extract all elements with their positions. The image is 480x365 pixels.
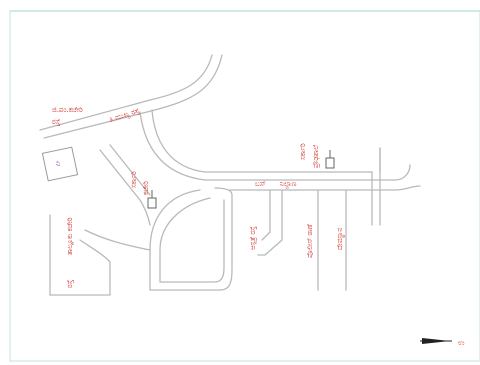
land-plot	[41, 146, 79, 182]
label-main-road: ತಿ.ಮುಖ್ಯ ರಸ್ತೆ	[108, 107, 141, 126]
road-central-loop	[149, 187, 233, 291]
road-left-diagonal-b	[109, 144, 151, 196]
label-right-road-a: ಬಸ್	[255, 180, 266, 188]
label-right-top-b: ಪ್ರೌಢಶಾಲೆ	[312, 144, 320, 168]
label-top-left-1: ಜಿ.ಪಂ.ಕಚೇರಿ	[52, 106, 83, 114]
road-central-loop-inner	[159, 197, 225, 283]
label-far-right-vertical: ದೇವಸ್ಥಾನ	[336, 228, 346, 250]
road-main-diagonal-lower	[43, 54, 223, 139]
road-main-diagonal-upper	[39, 54, 213, 131]
tower-icon	[325, 150, 335, 169]
label-left-vertical: ತಾಲ್ಲೂಕು ಕಚೇರಿ	[66, 217, 74, 255]
road-main-horizontal-south	[229, 185, 421, 191]
road-branch-a	[257, 189, 283, 256]
label-top-left-2: ರಸ್ತೆ	[52, 118, 60, 126]
label-mid-road-a: ಸರ್ಕಾರಿ	[130, 171, 138, 188]
label-right-vertical: ಪೊಲೀಸ್ ಠಾಣೆ	[306, 224, 314, 258]
north-arrow-icon: ಉ	[420, 338, 465, 347]
road-branch-b	[261, 189, 271, 241]
label-right-road-b: ನಿಲ್ದಾಣ	[280, 180, 297, 190]
road-lower-left-a	[84, 229, 151, 251]
building-icon	[147, 190, 157, 209]
road-left-diagonal-a	[99, 149, 151, 226]
road-lower-left-b	[49, 239, 111, 296]
road-curve-to-main	[139, 111, 411, 181]
plot-label: ನಿ	[56, 159, 61, 168]
road-curve-to-main-inner	[151, 109, 373, 173]
label-right-top-a: ಸರ್ಕಾರಿ	[299, 143, 307, 160]
label-mid-road-b: ಕಚೇರಿ	[142, 181, 150, 195]
map-frame	[9, 10, 480, 362]
north-arrow-label: ಉ	[458, 339, 465, 347]
label-left-vertical-2: ರಸ್ತೆ	[66, 280, 74, 288]
label-center-vertical: ಆಸ್ಪತ್ರೆ ರಸ್ತೆ	[249, 226, 257, 250]
